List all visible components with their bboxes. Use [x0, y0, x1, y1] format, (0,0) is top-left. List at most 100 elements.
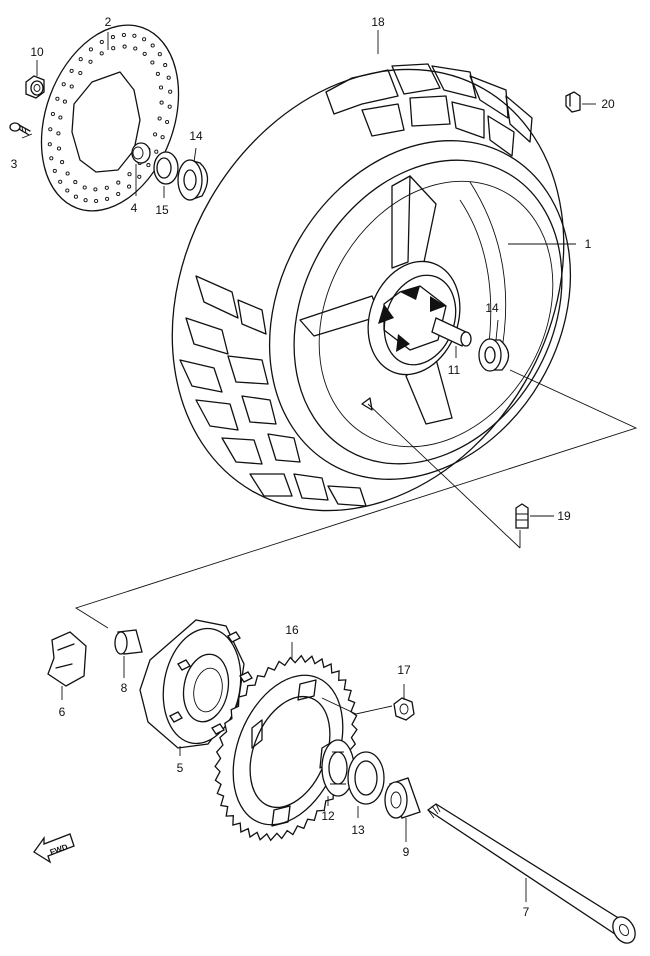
vent-hole [122, 44, 127, 49]
vent-hole [58, 179, 63, 184]
stud [177, 659, 191, 671]
callout-11: 11 [448, 363, 461, 377]
callout-14-right: 14 [485, 301, 499, 315]
tire-tread [179, 63, 533, 507]
vent-hole [110, 35, 115, 40]
vent-hole [60, 160, 65, 165]
callout-1: 1 [585, 237, 592, 251]
vent-hole [116, 191, 121, 197]
vent-hole [142, 51, 147, 56]
vent-hole [158, 85, 164, 90]
axle-spacer-right [384, 777, 421, 819]
callout-18: 18 [371, 15, 385, 29]
bearing-right [478, 338, 510, 372]
disc-collar [131, 142, 151, 164]
rear-wheel-assembly [171, 63, 572, 512]
vent-hole [49, 156, 54, 161]
vent-hole [154, 149, 159, 154]
vent-hole [78, 70, 83, 76]
vent-hole [94, 198, 99, 204]
oil-seal-left [153, 151, 179, 185]
vent-hole [146, 163, 151, 168]
vent-hole [160, 135, 165, 140]
callout-labels: 18 20 1 14 11 2 10 3 4 15 14 16 17 19 8 … [11, 15, 615, 919]
vent-hole [52, 168, 57, 173]
vent-hole [137, 174, 142, 179]
wheel-hub [367, 260, 461, 376]
vent-hole [157, 52, 162, 57]
vent-hole [150, 43, 155, 48]
rear-axle [426, 803, 636, 944]
vent-hole [61, 82, 66, 87]
disc-bolt [9, 122, 31, 136]
vent-hole [133, 46, 138, 51]
brake-disc [40, 24, 180, 212]
vent-hole [83, 198, 88, 203]
vent-hole [55, 96, 60, 101]
drum-collar [114, 629, 143, 655]
vent-hole [157, 116, 162, 121]
oil-seal-right [347, 751, 385, 805]
forward-direction-arrow: FWD [33, 833, 75, 864]
tire-clip [565, 91, 581, 113]
vent-hole [165, 119, 170, 125]
vent-hole [159, 100, 164, 105]
callout-5: 5 [177, 761, 184, 775]
vent-hole [69, 84, 74, 89]
vent-hole [127, 184, 132, 189]
cush-drive-damper [47, 631, 87, 687]
mounting-studs [169, 631, 253, 735]
vent-hole [163, 63, 168, 68]
vent-hole [73, 180, 78, 185]
callout-15: 15 [155, 203, 169, 217]
vent-hole [166, 75, 171, 80]
callout-4: 4 [131, 201, 138, 215]
callout-3: 3 [11, 157, 18, 171]
vent-hole [56, 131, 61, 136]
vent-hole [56, 146, 62, 151]
vent-hole [78, 57, 83, 62]
assembly-lines [74, 369, 638, 715]
vent-hole [73, 194, 78, 199]
vent-hole [65, 188, 70, 193]
vent-hole [153, 132, 158, 137]
vent-hole [155, 71, 160, 76]
vent-hole [48, 127, 53, 132]
stud [239, 671, 253, 683]
callout-12: 12 [321, 809, 335, 823]
air-valve [515, 503, 529, 529]
leader-lines [21, 30, 596, 902]
callout-10: 10 [30, 45, 44, 59]
callout-16: 16 [285, 623, 299, 637]
vent-hole [121, 32, 126, 38]
callout-14-left: 14 [189, 129, 203, 143]
vent-hole [88, 59, 93, 64]
vent-hole [132, 33, 137, 38]
vent-hole [167, 104, 172, 109]
vent-hole [50, 111, 55, 117]
sprocket-mounting-drum [139, 619, 253, 749]
vent-hole [69, 68, 74, 73]
vent-hole [142, 37, 147, 42]
stud [211, 723, 225, 735]
stud [169, 711, 183, 723]
disc-vent-holes [47, 32, 173, 204]
callout-9: 9 [403, 845, 410, 859]
callout-13: 13 [351, 823, 365, 837]
vent-hole [150, 60, 155, 65]
vent-hole [168, 89, 173, 94]
vent-hole [104, 185, 109, 190]
callout-19: 19 [557, 509, 571, 523]
vent-hole [127, 172, 132, 177]
callout-2: 2 [105, 15, 112, 29]
vent-hole [82, 185, 87, 190]
vent-hole [116, 180, 121, 185]
axle-spacer [431, 317, 472, 347]
callout-20: 20 [601, 97, 615, 111]
vent-hole [105, 196, 110, 201]
callout-17: 17 [397, 663, 411, 677]
vent-hole [88, 47, 93, 52]
sprocket-nut [393, 697, 415, 721]
disc-nut [25, 75, 45, 99]
